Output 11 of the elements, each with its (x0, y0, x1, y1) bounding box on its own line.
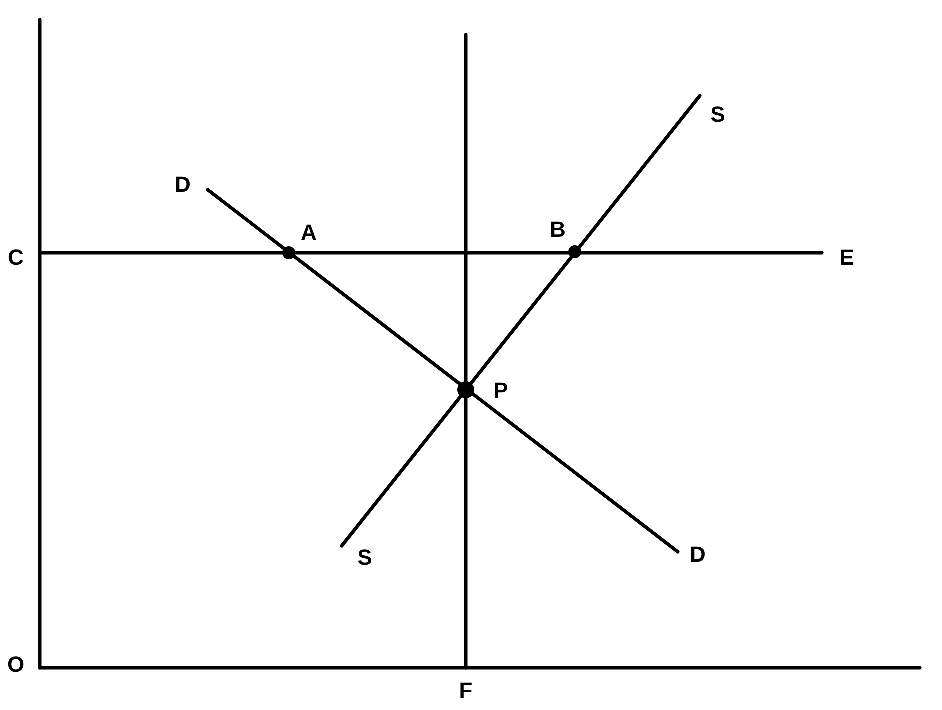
axis-label: C (8, 247, 24, 269)
point-label: P (494, 380, 508, 402)
line-label: D (175, 174, 191, 196)
line-label: D (690, 544, 706, 566)
line-label: E (840, 247, 854, 269)
line-label: S (358, 547, 372, 569)
point-label: B (550, 219, 566, 241)
line-label: S (710, 104, 726, 126)
axis-label: F (459, 680, 473, 702)
origin-label: O (7, 654, 25, 676)
point-label: A (301, 222, 317, 244)
